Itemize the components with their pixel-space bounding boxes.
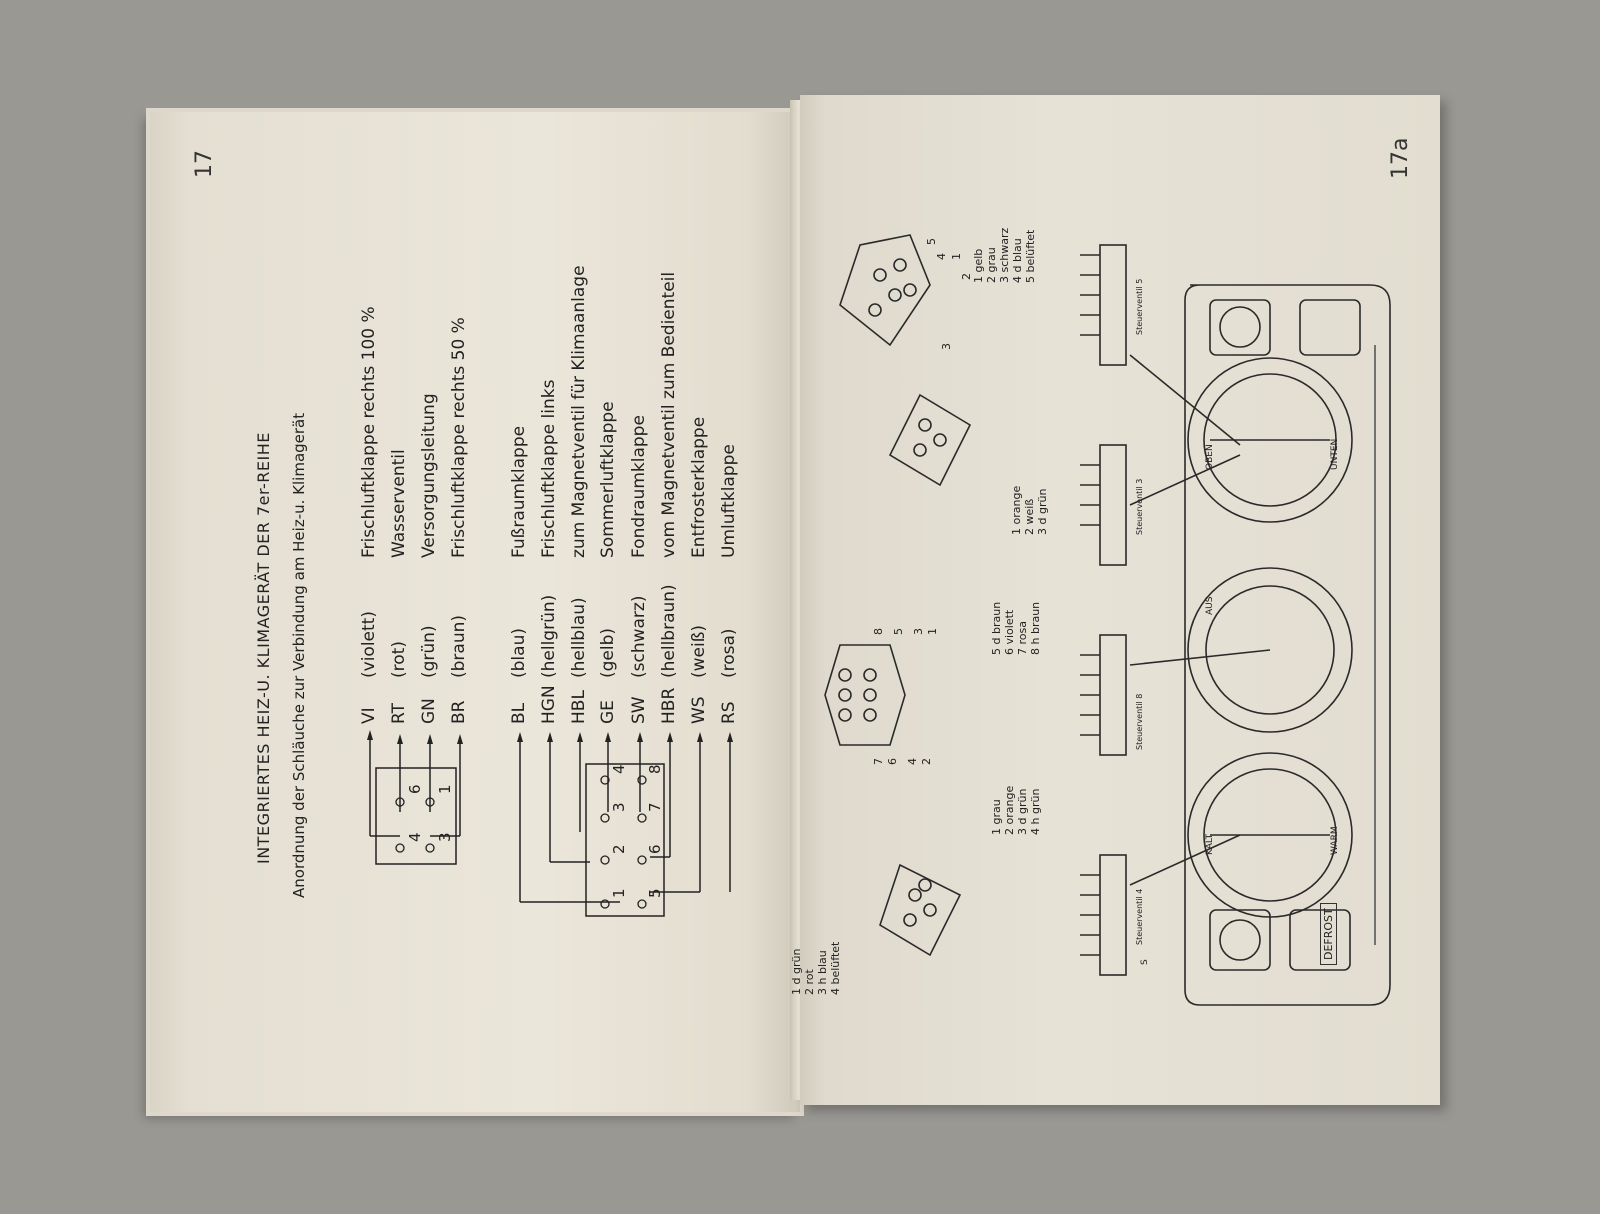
- legend-steuerventil-8-b: 1 grau 2 orange 3 d grün 4 h grün: [990, 785, 1042, 835]
- connector-b-label-1: 1: [610, 888, 628, 898]
- connector-a-box: [375, 767, 457, 865]
- connector-b-label-6: 6: [646, 844, 664, 854]
- panel-label-defrost: DEFROST: [1320, 903, 1337, 965]
- left-page: 17 INTEGRIERTES HEIZ-U. KLIMAGERÄT DER 7…: [150, 112, 800, 1112]
- hose-row-rt: RT(rot)Wasserventil: [389, 449, 409, 724]
- connector-b-label-7: 7: [646, 802, 664, 812]
- valve-label-3: Steuerventil 3: [1135, 478, 1144, 535]
- small-connector-2: 2: [960, 273, 973, 280]
- valve-label-8: Steuerventil 8: [1135, 693, 1144, 750]
- hose-row-vi: VI(violett)Frischluftklappe rechts 100 %: [359, 306, 379, 724]
- panel-label-unten: UNTEN: [1330, 438, 1340, 470]
- hose-row-hgn: HGN(hellgrün)Frischluftklappe links: [539, 379, 559, 724]
- pin-6: 6: [886, 758, 899, 765]
- connector-a-label-3: 3: [436, 832, 454, 842]
- pin-8: 8: [872, 628, 885, 635]
- pin-4: 4: [906, 758, 919, 765]
- pin-5: 5: [892, 628, 905, 635]
- hose-row-bl: BL(blau)Fußraumklappe: [509, 425, 529, 724]
- legend-steuerventil-8-a: 5 d braun 6 violett 7 rosa 8 h braun: [990, 601, 1042, 655]
- pin-3: 3: [912, 628, 925, 635]
- panel-outline: [1184, 284, 1391, 1006]
- hose-row-sw: SW(schwarz)Fondraumklappe: [629, 415, 649, 724]
- small-connector-5: 5: [925, 238, 938, 245]
- hose-row-br: BR(braun)Frischluftklappe rechts 50 %: [449, 317, 469, 724]
- small-connector-3: 3: [940, 343, 953, 350]
- panel-label-kalt: KALT: [1205, 833, 1215, 855]
- pin-2: 2: [920, 758, 933, 765]
- valve-label-4: Steuerventil 4: [1135, 888, 1144, 945]
- connector-a-label-6: 6: [406, 784, 424, 794]
- pin-1: 1: [926, 628, 939, 635]
- hose-row-ws: WS(weiß)Entfrosterklappe: [689, 416, 709, 724]
- hose-connection-diagram: [367, 730, 733, 917]
- legend-steuerventil-5: 1 gelb 2 grau 3 schwarz 4 d blau 5 belüf…: [972, 227, 1037, 283]
- connector-b-label-2: 2: [610, 844, 628, 854]
- panel-label-oben: OBEN: [1205, 444, 1215, 470]
- hose-row-ge: GE(gelb)Sommerluftklappe: [598, 401, 618, 724]
- legend-steuerventil-3: 1 orange 2 weiß 3 d grün: [1010, 485, 1049, 535]
- small-connector-4: 4: [935, 253, 948, 260]
- connector-b-label-3: 3: [610, 802, 628, 812]
- hose-row-hbl: HBL(hellblau)zum Magnetventil für Klimaa…: [569, 265, 589, 724]
- connector-a-label-1: 1: [436, 784, 454, 794]
- connector-b-label-8: 8: [646, 764, 664, 774]
- valve-label-5: Steuerventil 5: [1135, 278, 1144, 335]
- legend-steuerventil-4: 1 d grün 2 rot 3 h blau 4 belüftet: [790, 941, 842, 995]
- connector-a-label-4: 4: [406, 832, 424, 842]
- hose-row-gn: GN(grün)Versorgungsleitung: [419, 393, 439, 724]
- small-connector-1: 1: [950, 253, 963, 260]
- right-page: 17a: [790, 95, 1440, 1105]
- panel-label-warm: WARM: [1330, 826, 1340, 855]
- hose-row-hbr: HBR(hellbraun)vom Magnetventil zum Bedie…: [659, 271, 679, 724]
- panel-label-aus: AUS: [1205, 596, 1215, 615]
- edge-letter: S: [1140, 959, 1150, 965]
- pin-7: 7: [872, 758, 885, 765]
- hose-row-rs: RS(rosa)Umluftklappe: [719, 444, 739, 724]
- connector-b-label-4: 4: [610, 764, 628, 774]
- connector-b-label-5: 5: [646, 888, 664, 898]
- climate-control-panel-drawing: [824, 234, 1391, 1006]
- connector-b-box: [585, 763, 665, 917]
